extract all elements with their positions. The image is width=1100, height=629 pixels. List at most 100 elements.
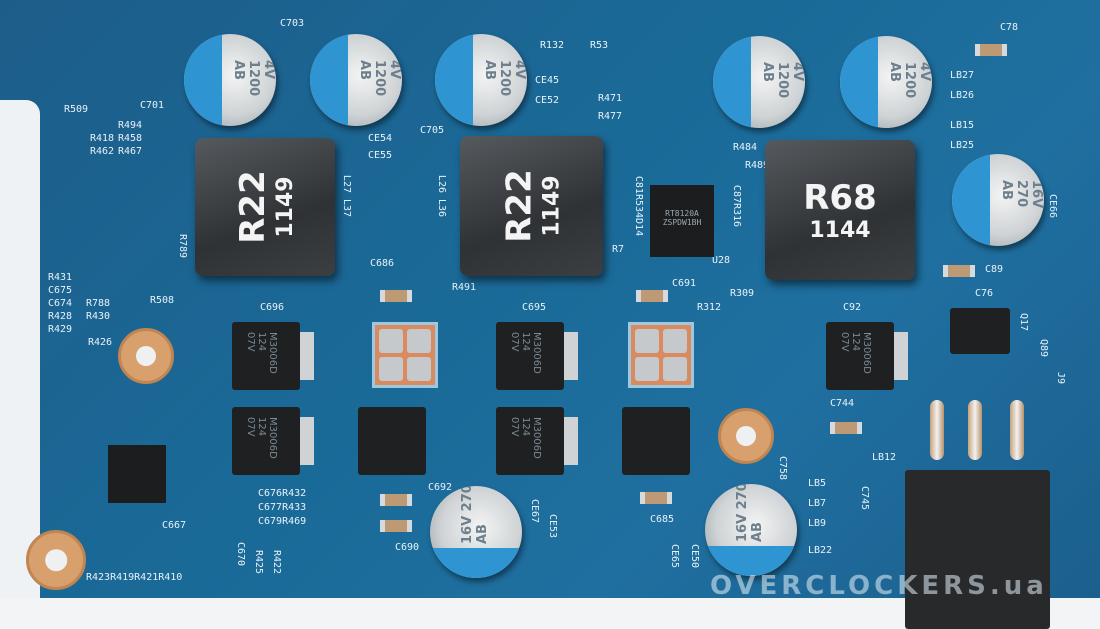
silk-label: C705: [420, 125, 445, 136]
smd-capacitor: [640, 492, 672, 504]
silk-label: CE65: [669, 543, 681, 569]
silk-label: C744: [830, 398, 855, 409]
silk-label: R422: [271, 549, 283, 575]
silk-label: CE53: [547, 513, 559, 539]
smd-capacitor: [943, 265, 975, 277]
silk-label: LB15: [950, 120, 975, 131]
silk-label: CE55: [368, 150, 393, 161]
silk-label: C758: [777, 455, 789, 481]
silk-label: L26 L36: [436, 174, 448, 218]
silk-label: CE45: [535, 75, 560, 86]
silk-label: C81R534D14: [633, 175, 645, 237]
empty-mosfet-pad: [372, 322, 438, 388]
silk-label: L27 L37: [341, 174, 353, 218]
connector-pin: [930, 400, 944, 460]
silk-label: LB5: [808, 478, 827, 489]
silk-label: CE66: [1047, 193, 1059, 219]
silk-label: CE52: [535, 95, 560, 106]
silk-label: R491: [452, 282, 477, 293]
silk-label: C78: [1000, 22, 1019, 33]
smd-capacitor: [975, 44, 1007, 56]
silk-label: R132: [540, 40, 565, 51]
silk-label: R53: [590, 40, 609, 51]
capacitor-4v-1200: 4V 1200 AB: [840, 36, 932, 128]
silk-label: LB22: [808, 545, 833, 556]
silk-label: C675: [48, 285, 73, 296]
silk-label: R471: [598, 93, 623, 104]
silk-label: C667: [162, 520, 187, 531]
capacitor-16v-270: 16V 270 AB: [952, 154, 1044, 246]
qfn-chip: [108, 445, 166, 503]
silk-label: R462: [90, 146, 115, 157]
mounting-hole: [26, 530, 86, 590]
board-cutout: [0, 100, 40, 600]
silk-label: C676R432: [258, 488, 307, 499]
connector-pin: [968, 400, 982, 460]
silk-label: R489: [745, 160, 770, 171]
silk-label: C679R469: [258, 516, 307, 527]
smd-capacitor: [380, 290, 412, 302]
connector-pin: [1010, 400, 1024, 460]
silk-label: CE50: [689, 543, 701, 569]
silk-label: LB12: [872, 452, 897, 463]
mosfet: [622, 407, 690, 475]
silk-label: CE67: [529, 498, 541, 524]
silk-label: R309: [730, 288, 755, 299]
silk-label: C677R433: [258, 502, 307, 513]
smd-capacitor: [636, 290, 668, 302]
silk-label: R484: [733, 142, 758, 153]
silk-label: C76: [975, 288, 994, 299]
watermark: OVERCLOCKERS.ua: [710, 571, 1048, 601]
silk-label: C685: [650, 514, 675, 525]
silk-label: R509: [64, 104, 89, 115]
silk-label: C92: [843, 302, 862, 313]
silk-label: C701: [140, 100, 165, 111]
silk-label: LB25: [950, 140, 975, 151]
silk-label: C686: [370, 258, 395, 269]
silk-label: CE54: [368, 133, 393, 144]
silk-label: C690: [395, 542, 420, 553]
silk-label: U28: [712, 255, 731, 266]
power-connector: [905, 470, 1050, 629]
silk-label: R477: [598, 111, 623, 122]
empty-mosfet-pad: [628, 322, 694, 388]
silk-label: R431: [48, 272, 73, 283]
smd-capacitor: [830, 422, 862, 434]
silk-label: R508: [150, 295, 175, 306]
silk-label: C692: [428, 482, 453, 493]
capacitor-4v-1200: 4V 1200 AB: [184, 34, 276, 126]
silk-label: LB26: [950, 90, 975, 101]
capacitor-4v-1200: 4V 1200 AB: [713, 36, 805, 128]
mosfet: [358, 407, 426, 475]
silk-label: J9: [1055, 371, 1067, 385]
silk-label: R788: [86, 298, 111, 309]
silk-label: LB27: [950, 70, 975, 81]
silk-label: R494: [118, 120, 143, 131]
silk-label: R458: [118, 133, 143, 144]
silk-label: R312: [697, 302, 722, 313]
capacitor-4v-1200: 4V 1200 AB: [310, 34, 402, 126]
mounting-hole: [718, 408, 774, 464]
silk-label: R429: [48, 324, 73, 335]
silk-label: R7: [612, 244, 625, 255]
silk-label: C696: [260, 302, 285, 313]
silk-label: C87R316: [731, 184, 743, 228]
silk-label: R428: [48, 311, 73, 322]
mounting-hole: [118, 328, 174, 384]
silk-label: R425: [253, 549, 265, 575]
silk-label: R467: [118, 146, 143, 157]
silk-label: C89: [985, 264, 1004, 275]
silk-label: R423R419R421R410: [86, 572, 183, 583]
smd-capacitor: [380, 520, 412, 532]
silk-label: C670: [235, 541, 247, 567]
mosfet: [950, 308, 1010, 354]
silk-label: C745: [859, 485, 871, 511]
capacitor-4v-1200: 4V 1200 AB: [435, 34, 527, 126]
